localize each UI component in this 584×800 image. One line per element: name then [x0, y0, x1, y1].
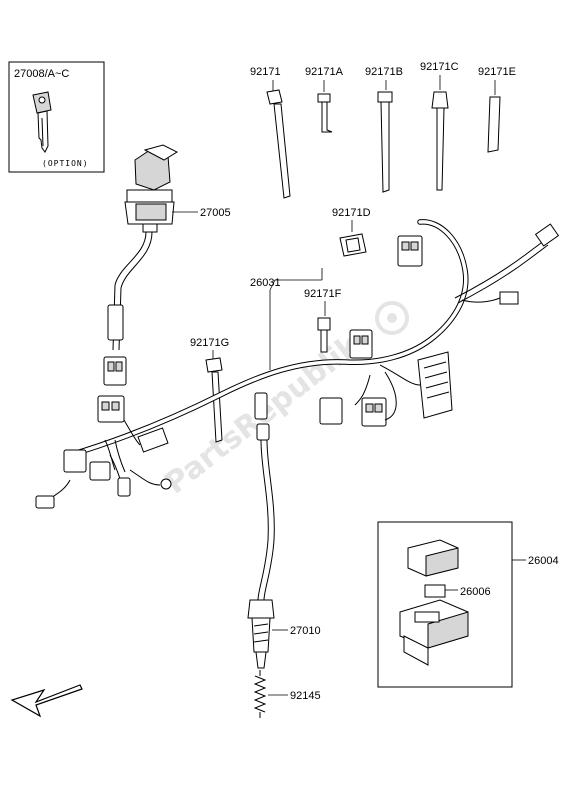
- band-92171: 92171: [250, 66, 291, 199]
- svg-text:92171A: 92171A: [305, 66, 344, 78]
- label-27008: 27008/A~C: [14, 68, 69, 80]
- band-92171f: [317, 317, 331, 353]
- band-92171b: 92171B: [365, 66, 403, 193]
- gear-icon: [375, 301, 409, 335]
- band-92171a: 92171A: [305, 66, 344, 133]
- label-92145: 92145: [290, 690, 321, 702]
- label-26006: 26006: [460, 586, 491, 598]
- sensor-27010: [247, 392, 275, 669]
- label-26031: 26031: [250, 277, 281, 289]
- band-92171e: 92171E: [478, 66, 516, 153]
- band-92171c: 92171C: [420, 61, 459, 191]
- svg-text:92171: 92171: [250, 66, 281, 78]
- band-92171g: [205, 357, 223, 443]
- front-direction-arrow-icon: [10, 684, 83, 718]
- relay-box-26004: 26004 26006: [377, 521, 559, 688]
- label-92171g: 92171G: [190, 337, 229, 349]
- label-92171d: 92171D: [332, 207, 371, 219]
- svg-text:92171E: 92171E: [478, 66, 516, 78]
- ignition-switch: [103, 144, 179, 386]
- svg-text:92171C: 92171C: [420, 61, 459, 73]
- label-option: (OPTION): [42, 159, 89, 168]
- label-27005: 27005: [200, 207, 231, 219]
- main-harness: [35, 219, 560, 509]
- label-26004: 26004: [528, 555, 559, 567]
- key-icon: [32, 91, 52, 153]
- label-92171f: 92171F: [304, 288, 342, 300]
- key-option-box: 27008/A~C (OPTION): [8, 61, 105, 173]
- svg-text:92171B: 92171B: [365, 66, 403, 78]
- label-27010: 27010: [290, 625, 321, 637]
- spring-92145: [253, 670, 267, 718]
- band-92171d: [339, 233, 367, 257]
